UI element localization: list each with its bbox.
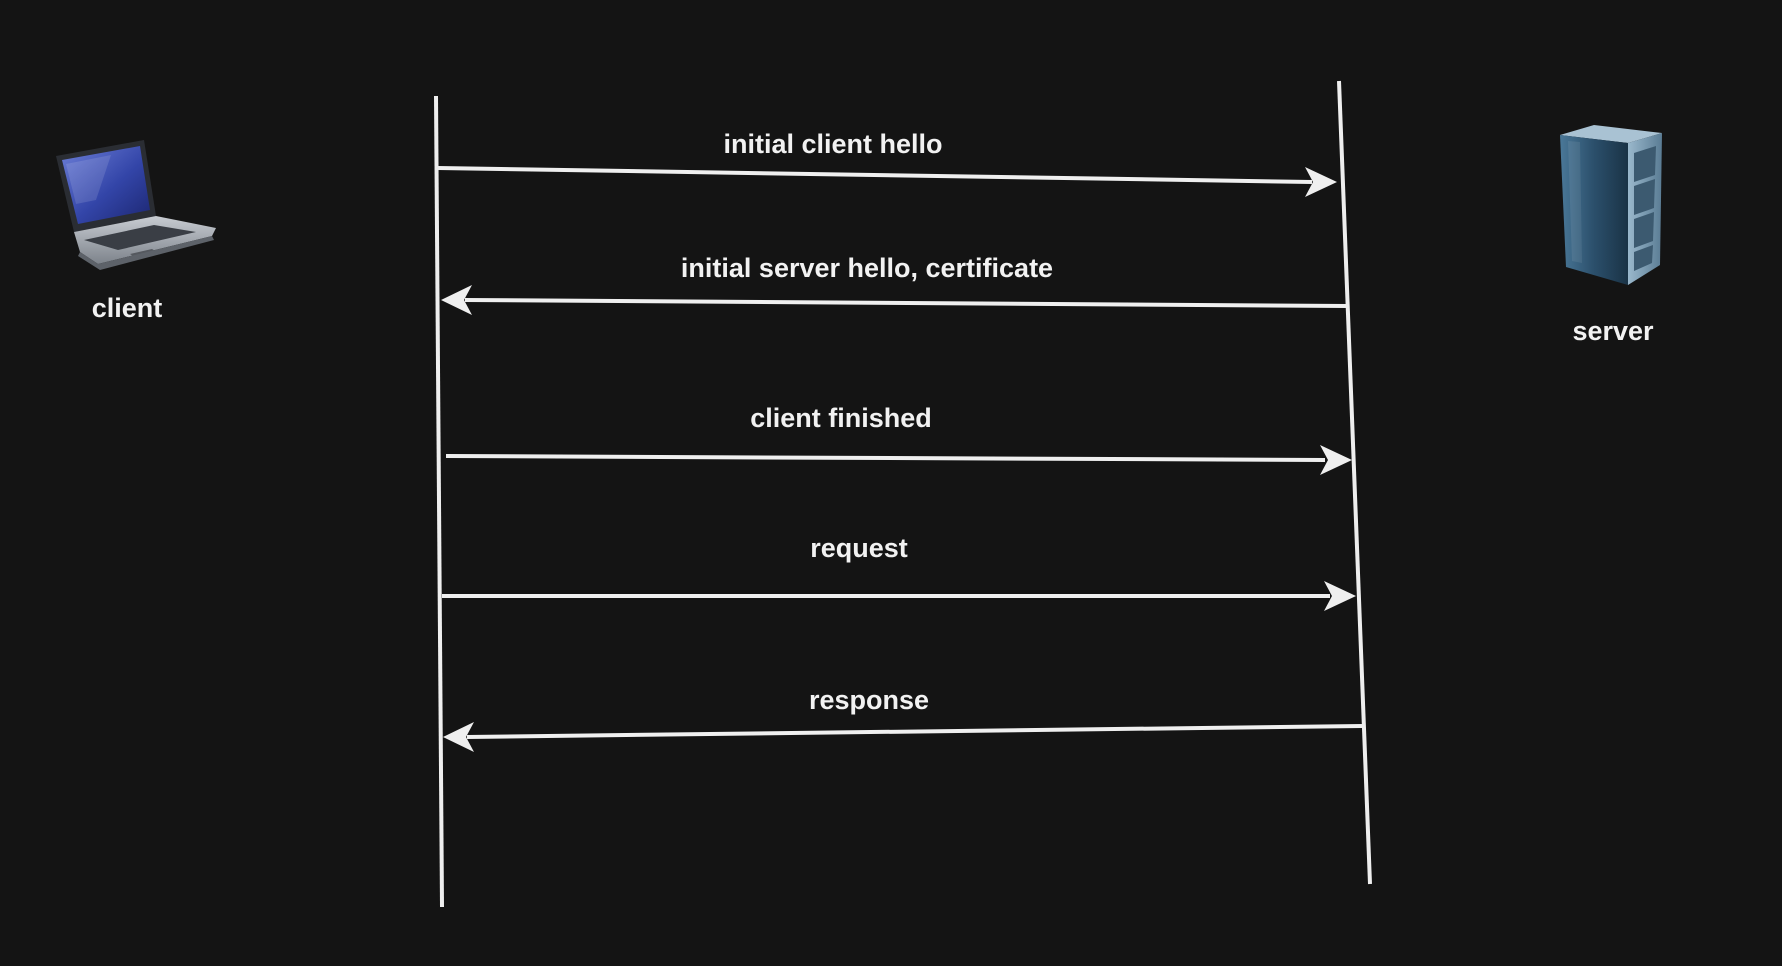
client-label: client <box>91 293 163 323</box>
message-arrow-4 <box>442 581 1356 611</box>
laptop-icon <box>56 140 216 270</box>
message-arrow-5 <box>443 722 1363 752</box>
message-label-3: client finished <box>750 403 932 433</box>
client-lifeline <box>434 95 444 908</box>
message-arrow-1 <box>437 166 1337 197</box>
server-rack-icon <box>1560 125 1662 285</box>
message-arrow-3 <box>445 445 1352 475</box>
message-label-5: response <box>808 685 930 715</box>
message-label-4: request <box>810 533 908 563</box>
message-arrow-2 <box>441 285 1348 315</box>
server-lifeline <box>1337 80 1372 885</box>
message-label-2: initial server hello, certificate <box>680 253 1054 283</box>
message-label-1: initial client hello <box>723 129 943 159</box>
server-label: server <box>1572 316 1654 346</box>
